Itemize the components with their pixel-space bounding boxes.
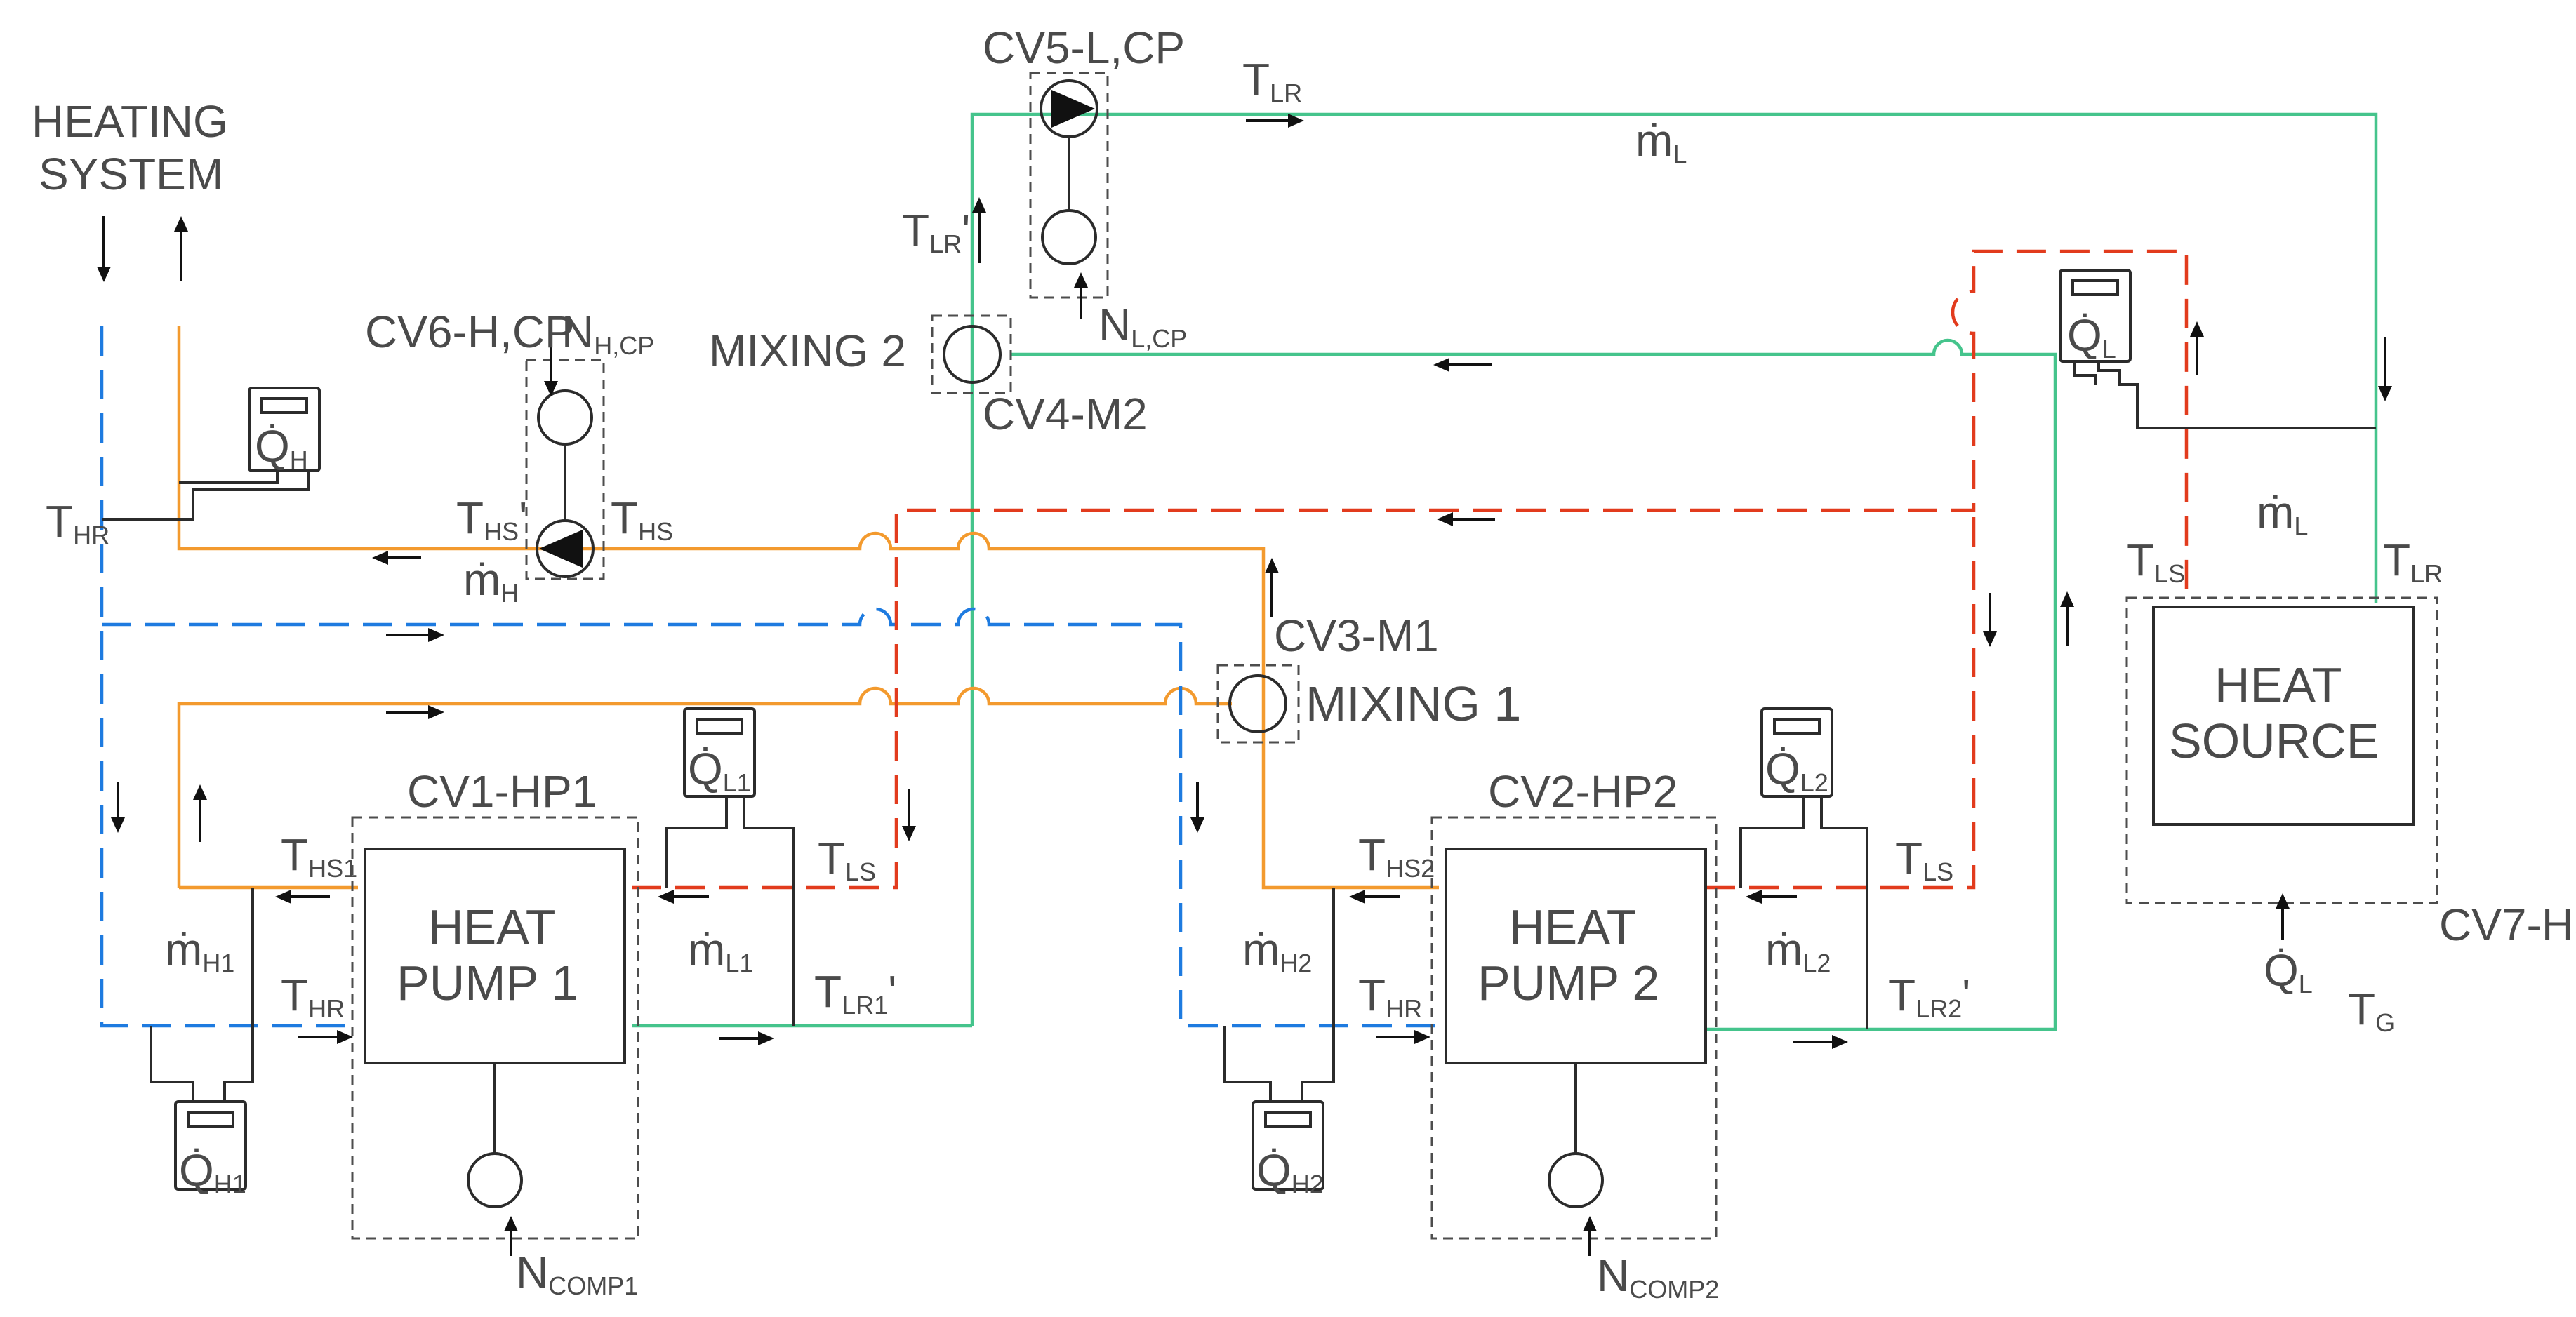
power-label: NCOMP1 bbox=[516, 1247, 638, 1300]
heat-rate-label: Q̇H2 bbox=[1256, 1145, 1324, 1198]
motor-icon bbox=[1041, 209, 1097, 265]
heat-meter-ql2 bbox=[1739, 707, 1868, 1029]
circulation-pump-cv6 bbox=[536, 389, 595, 578]
heat-pump-2 bbox=[1445, 848, 1707, 1208]
motor-icon bbox=[537, 389, 593, 446]
heat-pump-1 bbox=[364, 848, 626, 1208]
temperature-label: THS2 bbox=[1358, 829, 1435, 883]
green-loop-pipes bbox=[632, 112, 2378, 1031]
heat-source-label: SOURCE bbox=[2169, 714, 2379, 768]
flow-arrows bbox=[97, 114, 2392, 1256]
orange-supply-pipes bbox=[177, 326, 1439, 890]
power-label: NH,CP bbox=[562, 307, 654, 360]
heat-meter-qh1 bbox=[150, 888, 254, 1191]
heat-rate-label: Q̇H bbox=[255, 421, 308, 474]
temperature-label: THR bbox=[1358, 970, 1422, 1023]
cv4-label: CV4-M2 bbox=[983, 389, 1148, 439]
heat-rate-label: Q̇H1 bbox=[179, 1145, 246, 1198]
power-label: NCOMP2 bbox=[1597, 1250, 1719, 1304]
mass-flow-label: ṁL bbox=[1635, 115, 1687, 168]
mass-flow-label: ṁH1 bbox=[165, 924, 234, 977]
mass-flow-label: ṁH2 bbox=[1242, 924, 1312, 977]
cv5-label: CV5-L,CP bbox=[983, 22, 1185, 73]
motor-icon bbox=[1548, 1152, 1604, 1208]
heat-rate-label: Q̇L bbox=[2067, 310, 2116, 363]
mass-flow-label: ṁH bbox=[463, 554, 519, 608]
cv6-label: CV6-H,CP bbox=[365, 307, 575, 357]
mixing-valve-icon bbox=[1228, 674, 1287, 733]
power-label: NL,CP bbox=[1098, 300, 1187, 353]
heat-pump-2-label: PUMP 2 bbox=[1478, 956, 1659, 1010]
heat-rate-label: Q̇L bbox=[2264, 945, 2313, 998]
temperature-label: TLR bbox=[1242, 54, 1302, 107]
heat-rate-label: Q̇L2 bbox=[1765, 744, 1828, 797]
heat-pump-2-label: HEAT bbox=[1509, 900, 1637, 954]
mass-flow-label: ṁL bbox=[2257, 487, 2308, 540]
red-source-pipes bbox=[632, 249, 2189, 890]
heat-meter-ql bbox=[2059, 269, 2376, 429]
temperature-label: TG bbox=[2348, 984, 2395, 1037]
heat-meter-ql1 bbox=[665, 707, 795, 1026]
heat-source-label: HEAT bbox=[2215, 657, 2342, 712]
cv7-label: CV7-HS bbox=[2439, 900, 2576, 950]
temperature-label: TLS bbox=[818, 833, 876, 886]
temperature-label: THR bbox=[281, 970, 345, 1023]
temperature-label: THS' bbox=[456, 493, 527, 546]
circulation-pump-cv5 bbox=[1040, 79, 1098, 265]
heating-system-label: SYSTEM bbox=[39, 149, 223, 199]
control-volume-boxes bbox=[351, 72, 2438, 1240]
temperature-label: THR bbox=[46, 496, 109, 549]
mixing-1-label: MIXING 1 bbox=[1306, 676, 1521, 731]
component-labels: HEATING SYSTEM CV5-L,CP MIXING 2 CV4-M2 … bbox=[32, 22, 2576, 1010]
temperature-label: TLR' bbox=[902, 205, 970, 258]
temperature-label: THS1 bbox=[281, 829, 357, 883]
mixing-valve-icon bbox=[943, 325, 1002, 384]
pump-icon bbox=[536, 519, 595, 578]
mass-flow-label: ṁL2 bbox=[1765, 924, 1831, 977]
temperature-label: TLS bbox=[2127, 535, 2185, 588]
heating-system-label: HEATING bbox=[32, 96, 228, 147]
heat-meter-qh2 bbox=[1223, 888, 1335, 1191]
heat-rate-label: Q̇L1 bbox=[688, 744, 751, 797]
temperature-label: TLR1' bbox=[814, 966, 896, 1019]
blue-return-pipes bbox=[100, 326, 1439, 1028]
variable-labels: TLR ṁL TLR' NL,CP NH,CP Q̇L Q̇H THR THS'… bbox=[46, 54, 2443, 1304]
heat-pump-1-label: HEAT bbox=[428, 900, 556, 954]
cv2-label: CV2-HP2 bbox=[1488, 766, 1678, 817]
heat-meter-qh bbox=[102, 387, 321, 521]
temperature-label: TLR bbox=[2383, 535, 2443, 588]
heat-source bbox=[2152, 606, 2415, 826]
motor-icon bbox=[467, 1152, 523, 1208]
temperature-label: TLR2' bbox=[1888, 970, 1970, 1023]
cv1-label: CV1-HP1 bbox=[407, 766, 597, 817]
heat-pump-1-label: PUMP 1 bbox=[397, 956, 578, 1010]
mass-flow-label: ṁL1 bbox=[688, 924, 753, 977]
temperature-label: TLS bbox=[1895, 833, 1953, 886]
mixing-2-label: MIXING 2 bbox=[709, 326, 906, 376]
temperature-label: THS bbox=[611, 493, 673, 546]
cv3-label: CV3-M1 bbox=[1274, 610, 1439, 661]
